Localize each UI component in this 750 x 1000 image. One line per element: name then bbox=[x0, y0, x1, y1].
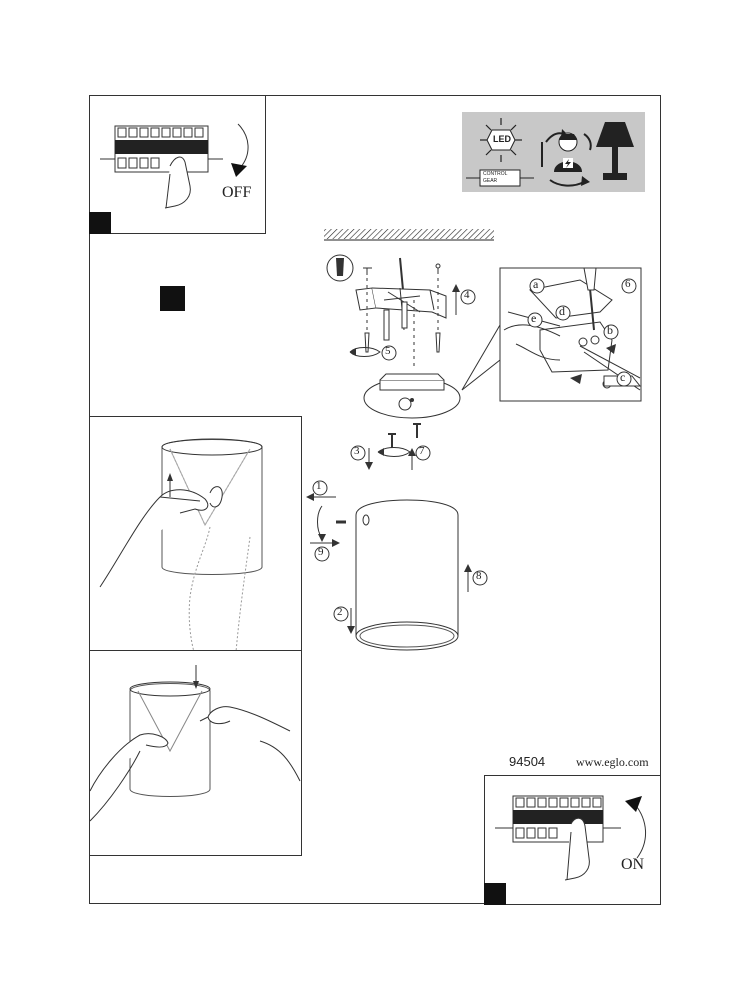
step-3-label: 3 bbox=[354, 445, 360, 457]
model-number: 94504 bbox=[509, 754, 546, 769]
step-7-label: 7 bbox=[419, 445, 425, 457]
breaker-off-illustration bbox=[100, 123, 249, 209]
on-label: ON bbox=[621, 856, 645, 873]
step-4-label: 4 bbox=[464, 289, 470, 301]
step-8-label: 8 bbox=[476, 570, 482, 582]
step-6-label: 6 bbox=[625, 278, 631, 290]
diffuser-remove-panel bbox=[89, 416, 302, 653]
wire-label-c: c bbox=[620, 370, 626, 384]
website[interactable]: www.eglo.com bbox=[576, 755, 649, 769]
breaker-on-illustration bbox=[495, 795, 647, 881]
off-label: OFF bbox=[222, 184, 252, 201]
step-2-label: 2 bbox=[337, 606, 343, 618]
breaker-off-panel: OFF bbox=[89, 95, 266, 234]
step-marker-square bbox=[89, 212, 111, 234]
wire-label-e: e bbox=[531, 311, 537, 325]
diffuser-insert-panel bbox=[89, 650, 302, 856]
control-gear-label-1: CONTROL bbox=[483, 171, 508, 177]
step-9-label: 9 bbox=[318, 546, 324, 558]
step-marker-square-2 bbox=[160, 286, 185, 311]
wire-label-b: b bbox=[607, 323, 613, 337]
wire-label-a: a bbox=[533, 277, 539, 291]
wire-label-d: d bbox=[559, 304, 565, 318]
diffuser-remove-illustration bbox=[99, 438, 263, 653]
breaker-on-panel: ON bbox=[484, 775, 661, 905]
step-5-label: 5 bbox=[385, 345, 391, 357]
step-marker-square-3 bbox=[484, 883, 506, 905]
led-label: LED bbox=[493, 134, 511, 144]
safety-symbols-panel: LED CONTROL GEAR bbox=[462, 112, 645, 192]
diffuser-insert-illustration bbox=[89, 665, 301, 822]
symbols-illustration bbox=[466, 118, 634, 187]
control-gear-label-2: GEAR bbox=[483, 178, 498, 184]
step-1-label: 1 bbox=[316, 480, 322, 492]
